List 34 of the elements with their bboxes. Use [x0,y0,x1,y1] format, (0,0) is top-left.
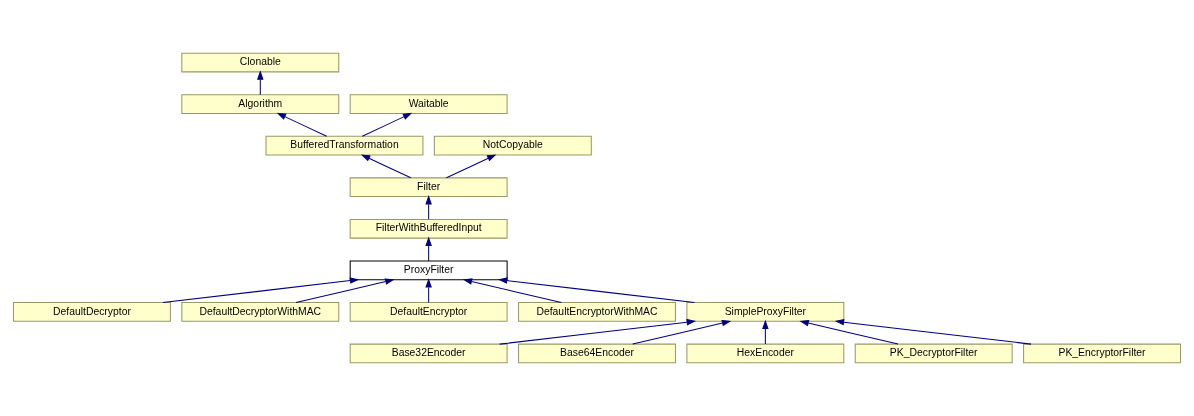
arrow [276,112,328,137]
node-box: FilterWithBufferedInput [349,218,508,239]
node-box: DefaultDecryptorWithMAC [181,302,340,322]
node-box: DefaultDecryptor [12,302,171,322]
arrow [360,154,412,179]
node-box: Base32Encoder [349,343,508,364]
node-box: SimpleProxyFilter [686,302,845,322]
node-box: NotCopyable [433,135,592,156]
node-box: DefaultEncryptor [349,302,508,322]
arrow [762,319,769,345]
arrow [799,319,899,345]
node-box: PK_EncryptorFilter [1023,343,1182,364]
arrow [462,278,562,304]
node-box: BufferedTransformation [265,135,424,156]
arrow [499,318,697,345]
node-box: HexEncoder [686,343,845,364]
arrow [446,154,497,179]
arrow [834,318,1032,345]
node-box: Base64Encoder [518,343,676,364]
node-box: DefaultEncryptorWithMAC [518,302,676,322]
node-box: Algorithm [181,94,340,114]
node-box: PK_DecryptorFilter [854,343,1013,364]
node-box: Clonable [181,52,340,73]
node-box: Filter [349,177,508,198]
arrow [295,278,395,304]
arrow [361,112,413,137]
arrow [425,278,432,304]
arrow [632,319,732,345]
node-box: Waitable [349,94,508,114]
arrow [162,277,360,304]
node-box: ProxyFilter [349,260,508,281]
arrow [497,277,695,304]
arrow [257,70,264,96]
arrow [425,236,432,262]
